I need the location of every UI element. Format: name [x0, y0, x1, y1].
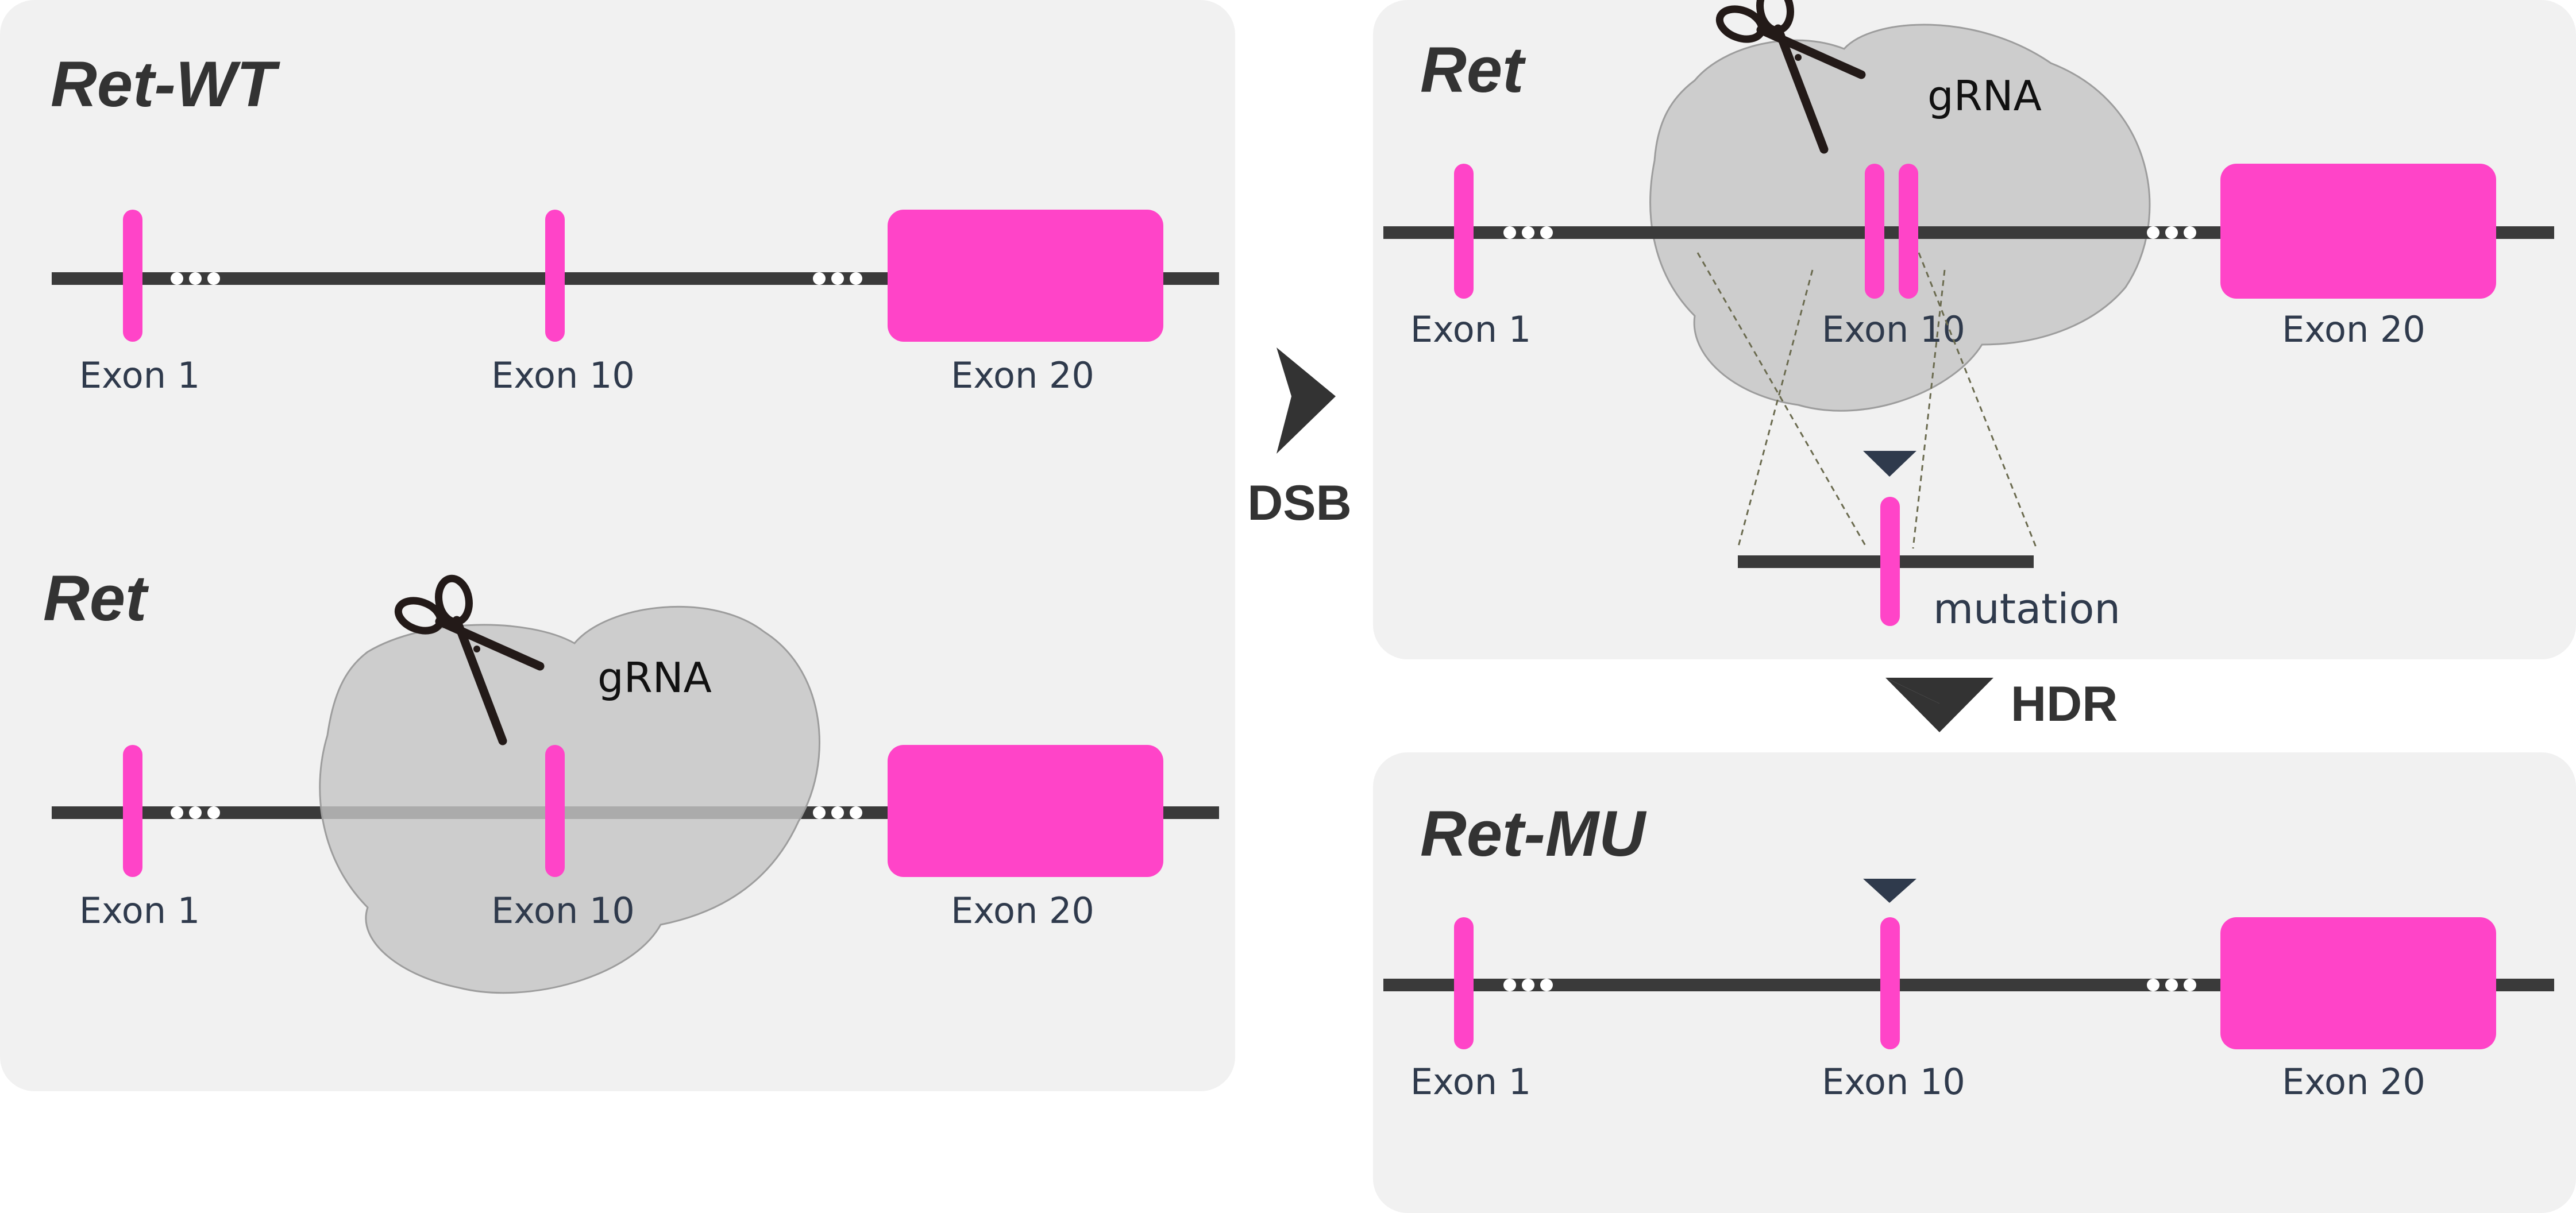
panel-dsb: Ret gRNA Exon 1 Exon 10 Exon 20	[1373, 0, 2576, 659]
hdr-label: HDR	[2011, 677, 2118, 732]
target-gap-dots-1	[171, 806, 220, 819]
wt-gene-track	[52, 210, 1219, 342]
dsb-label: DSB	[1247, 476, 1352, 531]
target-exon1-bar	[123, 745, 142, 877]
dsb-exon10-cut-right	[1899, 164, 1918, 299]
homology-arm-guides	[1696, 252, 2038, 549]
donor-insertion-marker-icon	[1863, 451, 1916, 477]
mu-exon20-label: Exon 20	[2282, 1061, 2425, 1103]
wt-gap-dots-1	[171, 272, 220, 285]
donor-mutation-bar	[1880, 497, 1900, 626]
wt-exon20-block	[888, 210, 1163, 342]
dsb-gap-dots-2	[2147, 226, 2196, 239]
wt-exon1-bar	[123, 210, 142, 342]
mu-gap-dots-2	[2147, 979, 2196, 991]
hdr-step: HDR	[1885, 677, 2118, 732]
dsb-exon20-label: Exon 20	[2282, 308, 2425, 350]
dsb-grna-label: gRNA	[1927, 72, 2042, 120]
target-grna-label: gRNA	[597, 654, 712, 702]
dsb-exon10-cut-left	[1865, 164, 1884, 299]
wt-title: Ret-WT	[51, 48, 280, 120]
dsb-exon1-bar	[1454, 164, 1474, 299]
mu-gap-dots-1	[1503, 979, 1553, 991]
target-exon20-block	[888, 745, 1163, 877]
donor-template	[1738, 497, 2034, 626]
dsb-panel-title: Ret	[1420, 34, 1526, 106]
panel-mutant: Ret-MU Exon 1 Exon 10 Exon 20	[1373, 752, 2576, 1213]
mu-mutation-marker-icon	[1863, 879, 1916, 903]
wt-exon1-label: Exon 1	[79, 354, 200, 396]
mutation-label: mutation	[1933, 585, 2120, 633]
wt-exon20-label: Exon 20	[951, 354, 1094, 396]
dsb-exon1-label: Exon 1	[1410, 308, 1531, 350]
target-exon20-label: Exon 20	[951, 890, 1094, 932]
target-title: Ret	[43, 562, 149, 634]
dsb-arrow-icon	[1277, 347, 1336, 454]
target-exon10-bar	[545, 745, 565, 877]
target-exon1-label: Exon 1	[79, 890, 200, 932]
mu-exon10-label: Exon 10	[1822, 1061, 1965, 1103]
mu-exon20-block	[2220, 917, 2496, 1049]
wt-gap-dots-2	[813, 272, 862, 285]
target-gap-dots-2	[813, 806, 862, 819]
mu-title: Ret-MU	[1420, 798, 1647, 870]
dsb-exon20-block	[2220, 164, 2496, 299]
mu-exon1-bar	[1454, 917, 1474, 1049]
dsb-exon10-label: Exon 10	[1822, 308, 1965, 350]
mu-exon1-label: Exon 1	[1410, 1061, 1531, 1103]
mu-exon10-bar	[1880, 917, 1900, 1049]
dsb-gap-dots-1	[1503, 226, 1553, 239]
dsb-gene-track	[1383, 164, 2554, 299]
dsb-step: DSB	[1247, 347, 1352, 531]
panel-wildtype-and-target: Ret-WT Exon 1 Exon 10 Exon 20 Ret	[0, 0, 1235, 1091]
target-exon10-label: Exon 10	[491, 890, 635, 932]
mu-gene-track	[1383, 917, 2554, 1049]
wt-exon10-bar	[545, 210, 565, 342]
target-cas9-complex	[319, 606, 820, 994]
wt-exon10-label: Exon 10	[491, 354, 635, 396]
